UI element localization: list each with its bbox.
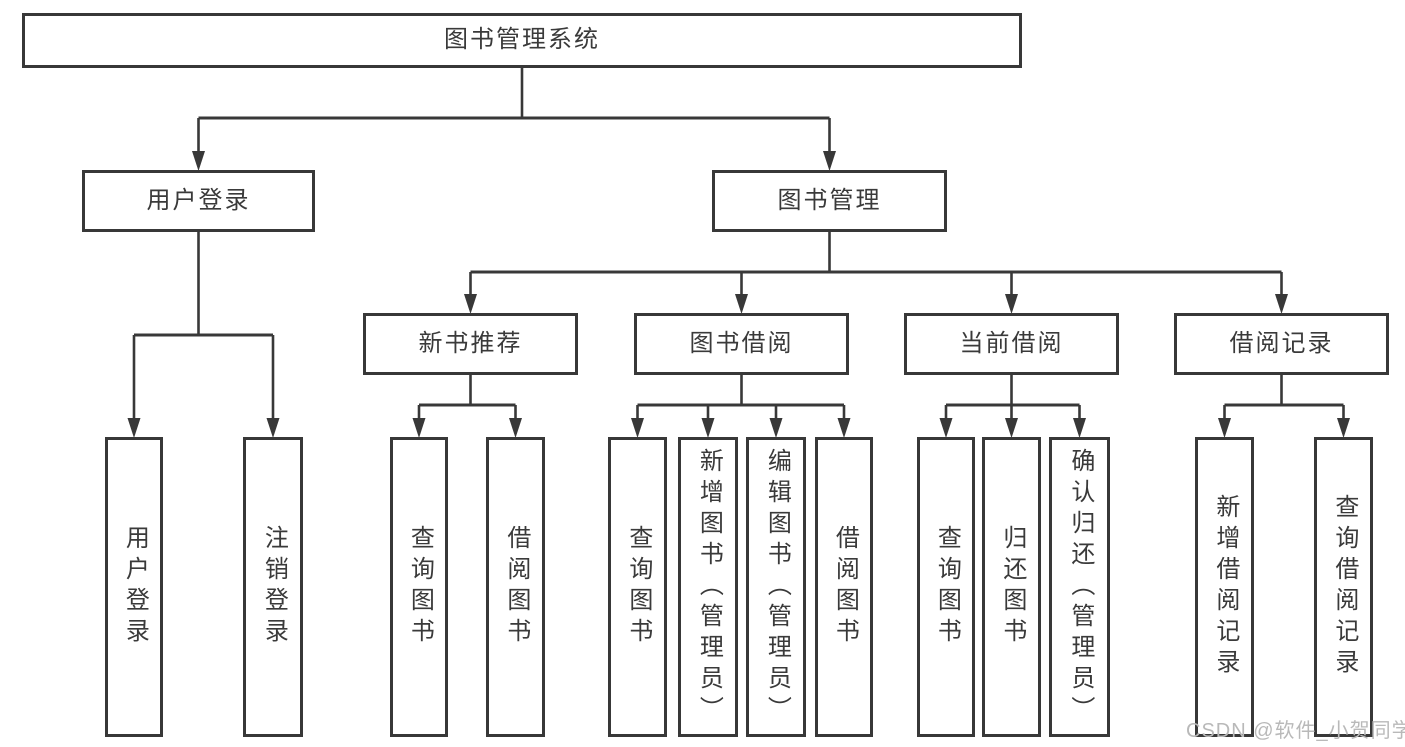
node-label: 注销登录	[260, 525, 288, 649]
node-label: 新书推荐	[418, 329, 523, 357]
node-label: 图书管理系统	[444, 26, 600, 54]
leaf-user-login: 用户登录	[105, 437, 163, 737]
node-root: 图书管理系统	[22, 13, 1022, 68]
node-label: 借阅图书	[831, 525, 859, 649]
node-book-borrowing: 图书借阅	[634, 313, 849, 375]
leaf-query-books-2: 查询图书	[608, 437, 667, 737]
node-label: 归还图书	[998, 525, 1026, 649]
node-label: 编辑图书（管理员）	[763, 447, 791, 727]
csdn-watermark: CSDN @软件_小贺同学	[1186, 720, 1405, 742]
node-user-login-branch: 用户登录	[82, 170, 315, 232]
node-label: 新增图书（管理员）	[695, 447, 723, 727]
node-borrowing-records: 借阅记录	[1174, 313, 1389, 375]
leaf-return-books: 归还图书	[982, 437, 1041, 737]
node-current-borrowing: 当前借阅	[904, 313, 1119, 375]
leaf-add-borrow-record: 新增借阅记录	[1195, 437, 1254, 737]
node-new-book-recommend: 新书推荐	[363, 313, 578, 375]
node-label: 借阅记录	[1229, 329, 1334, 357]
node-label: 新增借阅记录	[1211, 494, 1239, 680]
leaf-borrow-books-2: 借阅图书	[815, 437, 873, 737]
node-book-management-branch: 图书管理	[712, 170, 947, 232]
node-label: 查询借阅记录	[1330, 494, 1358, 680]
leaf-add-books-admin: 新增图书（管理员）	[678, 437, 738, 737]
node-label: 图书借阅	[689, 329, 794, 357]
node-label: 查询图书	[406, 525, 434, 649]
leaf-confirm-return-admin: 确认归还（管理员）	[1049, 437, 1110, 737]
leaf-edit-books-admin: 编辑图书（管理员）	[746, 437, 806, 737]
leaf-borrow-books: 借阅图书	[486, 437, 545, 737]
leaf-query-books: 查询图书	[390, 437, 448, 737]
node-label: 借阅图书	[502, 525, 530, 649]
leaf-query-books-3: 查询图书	[917, 437, 975, 737]
node-label: 查询图书	[933, 525, 961, 649]
node-label: 图书管理	[777, 186, 882, 214]
node-label: 用户登录	[146, 186, 251, 214]
leaf-query-borrow-record: 查询借阅记录	[1314, 437, 1373, 737]
node-label: 查询图书	[624, 525, 652, 649]
node-label: 确认归还（管理员）	[1066, 447, 1094, 727]
leaf-logout: 注销登录	[243, 437, 303, 737]
node-label: 当前借阅	[959, 329, 1064, 357]
node-label: 用户登录	[121, 525, 149, 649]
